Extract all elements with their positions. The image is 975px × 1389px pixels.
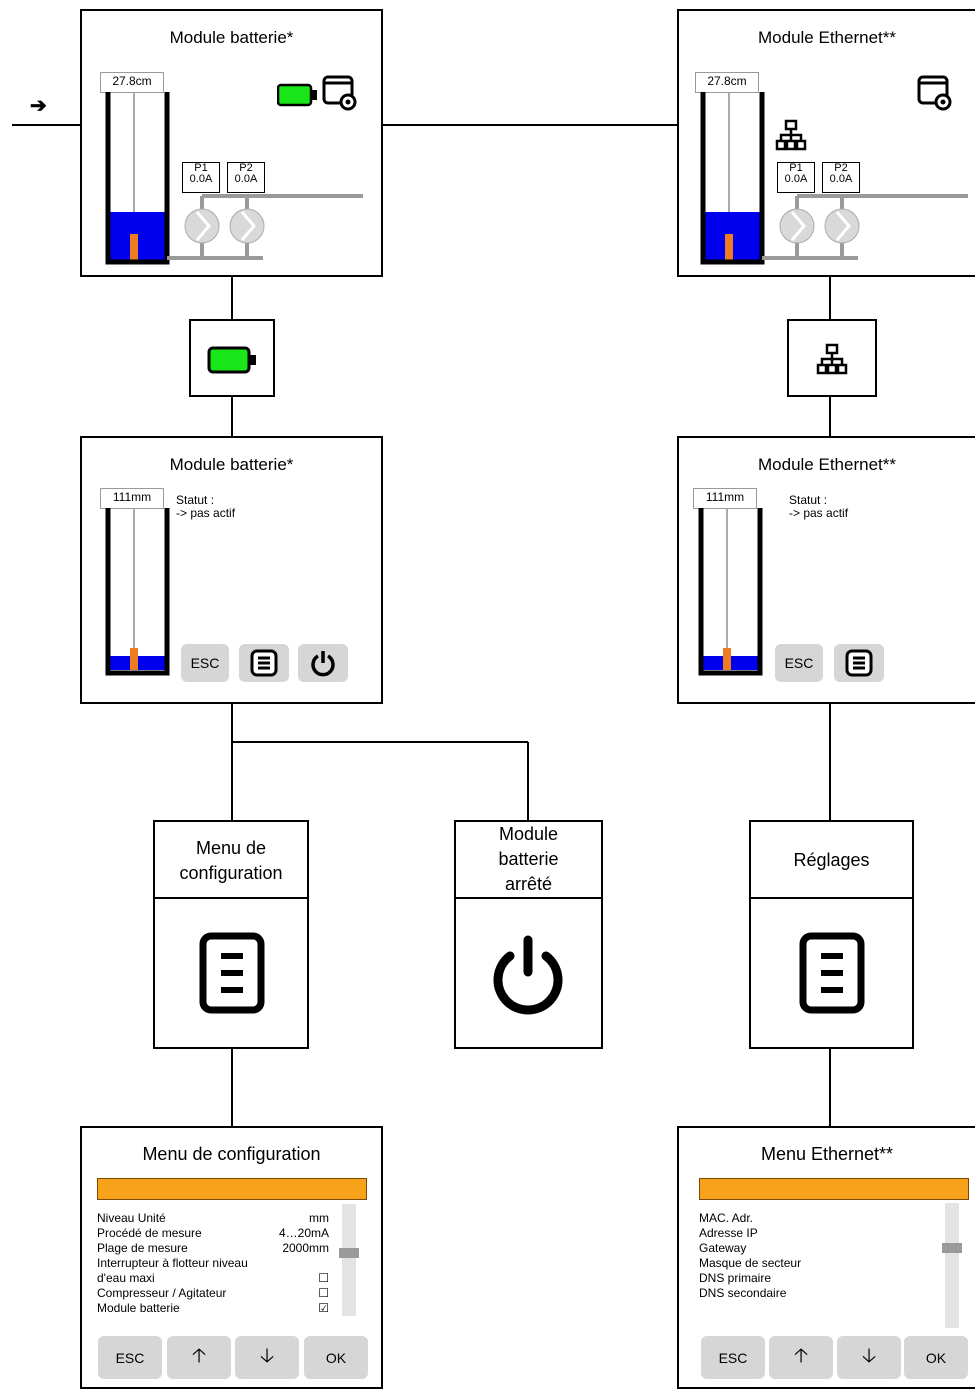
list-item[interactable]: Interrupteur à flotteur niveau	[97, 1256, 248, 1270]
arrow-down-icon: 🡣	[259, 1344, 275, 1367]
tank-graphic	[105, 92, 170, 265]
list-item[interactable]: Module batterie☑	[97, 1301, 329, 1315]
list-item[interactable]: d'eau maxi☐	[97, 1271, 329, 1285]
list-item[interactable]: DNS secondaire	[699, 1286, 787, 1300]
battery-icon	[207, 346, 256, 374]
power-icon	[311, 651, 335, 677]
down-button[interactable]: 🡣	[235, 1336, 299, 1379]
esc-button[interactable]: ESC	[701, 1336, 765, 1379]
settings-node[interactable]: Réglages	[749, 820, 914, 1049]
level-value: 111mm	[100, 488, 164, 509]
level-value: 27.8cm	[100, 72, 164, 93]
status-label: Statut :	[176, 493, 215, 507]
tank-graphic	[105, 508, 170, 676]
esc-button[interactable]: ESC	[181, 644, 229, 682]
network-icon	[775, 119, 807, 151]
list-item[interactable]: Gateway	[699, 1241, 747, 1255]
list-item[interactable]: Masque de secteur	[699, 1256, 802, 1270]
ethernet-module-status-screen: Module Ethernet** 111mm Statut : -> pas …	[677, 436, 975, 704]
menu-icon	[199, 932, 265, 1014]
arrow-down-icon: 🡣	[861, 1344, 877, 1367]
battery-module-status-screen: Module batterie* 111mm Statut : -> pas a…	[80, 436, 383, 704]
power-icon	[493, 935, 563, 1015]
pump-piping-graphic	[762, 194, 968, 260]
ethernet-menu-title: Menu Ethernet**	[760, 1144, 894, 1164]
status-value: -> pas actif	[789, 506, 849, 520]
menu-icon	[845, 649, 873, 677]
scrollbar[interactable]	[942, 1203, 962, 1328]
level-value: 27.8cm	[695, 72, 759, 93]
selection-highlight[interactable]	[699, 1178, 969, 1200]
power-button[interactable]	[298, 644, 348, 682]
scrollbar-thumb[interactable]	[942, 1243, 962, 1253]
pump-piping-graphic	[167, 194, 363, 260]
status-value: -> pas actif	[176, 506, 236, 520]
menu-icon	[799, 932, 865, 1014]
network-icon	[816, 343, 848, 375]
node-caption: Réglages	[793, 850, 870, 870]
ethernet-menu-screen: Menu Ethernet** MAC. Adr. Adresse IP Gat…	[677, 1126, 975, 1389]
menu-icon	[250, 649, 278, 677]
up-button[interactable]: 🡡	[167, 1336, 231, 1379]
down-button[interactable]: 🡣	[837, 1336, 901, 1379]
scrollbar-thumb[interactable]	[339, 1248, 359, 1258]
config-menu-title: Menu de configuration	[142, 1144, 321, 1164]
level-value: 111mm	[693, 488, 757, 509]
battery-module-title: Module batterie*	[169, 28, 294, 47]
status-label: Statut :	[789, 493, 828, 507]
esc-button[interactable]: ESC	[775, 644, 823, 682]
list-item[interactable]: DNS primaire	[699, 1271, 772, 1285]
arrow-up-icon: 🡡	[191, 1344, 207, 1367]
network-icon-node[interactable]	[787, 319, 877, 397]
ok-button[interactable]: OK	[904, 1336, 968, 1379]
ethernet-module-title: Module Ethernet**	[758, 455, 896, 474]
list-item[interactable]: MAC. Adr.	[699, 1211, 754, 1225]
battery-module-title: Module batterie*	[169, 455, 294, 474]
list-item[interactable]: Compresseur / Agitateur☐	[97, 1286, 329, 1300]
ethernet-module-title: Module Ethernet**	[758, 28, 896, 47]
list-item[interactable]: Adresse IP	[699, 1226, 758, 1240]
battery-icon	[277, 83, 317, 107]
selection-highlight[interactable]	[97, 1178, 367, 1200]
menu-button[interactable]	[834, 644, 884, 682]
tank-graphic	[698, 508, 763, 676]
battery-icon-node[interactable]	[189, 319, 275, 397]
tank-graphic	[700, 92, 765, 265]
arrow-up-icon: 🡡	[793, 1344, 809, 1367]
scrollbar[interactable]	[339, 1204, 359, 1316]
ok-button[interactable]: OK	[304, 1336, 368, 1379]
up-button[interactable]: 🡡	[769, 1336, 833, 1379]
settings-window-icon	[322, 75, 357, 111]
menu-button[interactable]	[239, 644, 289, 682]
entry-arrow-icon: ➔	[30, 95, 47, 117]
settings-window-icon	[917, 75, 952, 111]
esc-button[interactable]: ESC	[98, 1336, 162, 1379]
